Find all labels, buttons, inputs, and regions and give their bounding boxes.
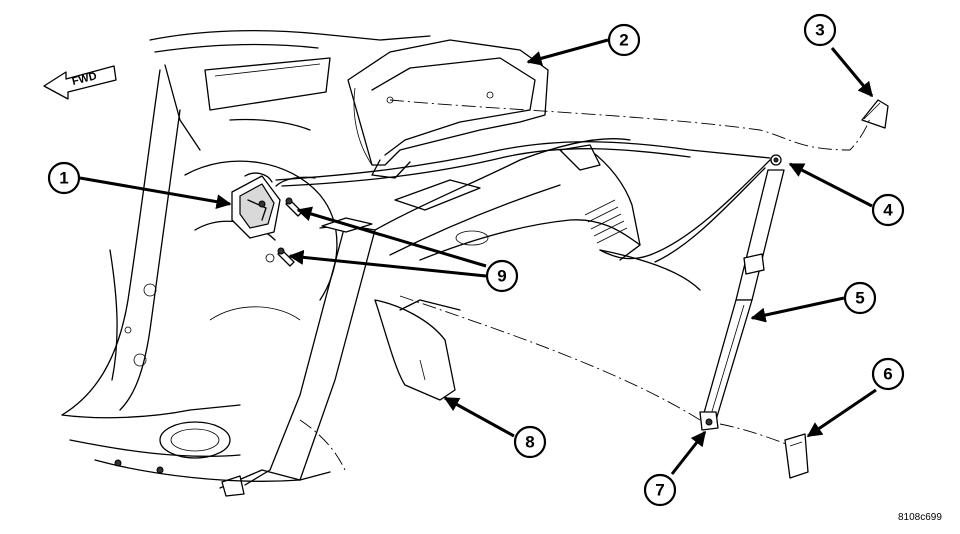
assembly-centerlines <box>299 99 871 471</box>
leader-2 <box>526 38 609 66</box>
callout-7-label: 7 <box>655 481 664 500</box>
leader-8 <box>443 396 515 438</box>
figure-code: 8108c699 <box>898 512 942 523</box>
fwd-direction-arrow: FWD <box>43 65 117 100</box>
shoulder-belt-assembly <box>701 169 785 421</box>
leader-5 <box>750 296 845 323</box>
callout-3-label: 3 <box>815 21 824 40</box>
callout-5-label: 5 <box>855 289 864 308</box>
seat-belt-retractor <box>231 172 316 239</box>
leader-6 <box>806 388 877 438</box>
leader-1 <box>79 176 232 210</box>
lower-anchor-bolt <box>699 411 719 431</box>
callout-8-label: 8 <box>525 433 534 452</box>
callout-4: 4 <box>871 193 905 227</box>
callout-1-label: 1 <box>59 169 68 188</box>
leader-4 <box>788 162 873 208</box>
leader-9b <box>288 249 487 278</box>
leader-3 <box>830 47 874 98</box>
fwd-label: FWD <box>71 70 98 88</box>
vehicle-body-structure <box>61 29 701 497</box>
callout-4-label: 4 <box>883 201 893 220</box>
callout-9: 9 <box>485 259 519 293</box>
callout-3: 3 <box>803 13 837 47</box>
lower-anchor-cover <box>784 433 809 479</box>
quarter-trim-panel <box>347 39 549 179</box>
callout-2: 2 <box>607 23 641 57</box>
callout-9-label: 9 <box>497 267 506 286</box>
seat-belt-webbing <box>275 141 771 263</box>
d-ring-cover-cap <box>861 99 889 129</box>
leader-9a <box>296 206 487 268</box>
callout-leaders <box>79 38 877 475</box>
callout-7: 7 <box>643 473 677 507</box>
d-ring-anchor <box>770 154 782 166</box>
leader-7 <box>670 430 707 475</box>
callout-2-label: 2 <box>619 31 628 50</box>
callout-1: 1 <box>47 161 81 195</box>
callout-5: 5 <box>843 281 877 315</box>
callout-6: 6 <box>871 357 905 391</box>
vent-grille <box>584 199 628 244</box>
callout-8: 8 <box>513 425 547 459</box>
callout-6-label: 6 <box>883 365 892 384</box>
